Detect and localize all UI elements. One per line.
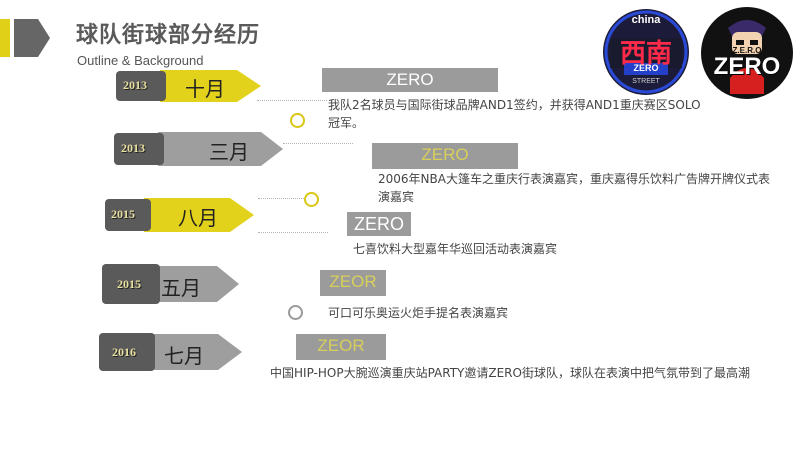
timeline-month-3: 八月 [178, 206, 218, 230]
badge-street-text: STREET [632, 78, 660, 85]
timeline-text-4: 可口可乐奥运火炬手提名表演嘉宾 [328, 306, 509, 320]
zero-mascot-logo: Z.E.R.O ZERO [700, 6, 794, 100]
timeline-text-1: 我队2名球员与国际街球品牌AND1签约，并获得AND1重庆赛区SOLO冠军。 [328, 98, 701, 130]
timeline-month-1: 十月 [185, 77, 225, 101]
timeline-arrow-1: 2013 十月 [115, 70, 263, 102]
timeline-text-5: 中国HIP-HOP大腕巡演重庆站PARTY邀请ZERO街球队，球队在表演中把气氛… [270, 366, 750, 380]
timeline-connector-3a [258, 198, 304, 199]
xinan-zero-logo: china 西南 ZERO STREET [602, 8, 690, 96]
timeline-tag-3: ZERO [347, 212, 411, 236]
timeline-arrow-3: 2015 八月 [104, 198, 256, 232]
page-title: 球队街球部分经历 [76, 23, 261, 48]
timeline-tag-4: ZEOR [320, 270, 386, 296]
timeline-text-2: 2006年NBA大篷车之重庆行表演嘉宾，重庆嘉得乐饮料广告牌开牌仪式表演嘉宾 [378, 172, 770, 204]
watermark: 图观 [335, 376, 403, 411]
badge-xinan-text: 西南 [619, 39, 672, 69]
timeline-text-3: 七喜饮料大型嘉年华巡回活动表演嘉宾 [353, 242, 558, 256]
timeline-month-5: 七月 [164, 344, 204, 368]
timeline-tag-2: ZERO [372, 143, 518, 169]
mascot-shirt-text: Z.E.R.O [732, 46, 762, 55]
timeline-year-4: 2015 [117, 277, 141, 291]
timeline-year-1: 2013 [123, 78, 147, 92]
badge-china-text: china [631, 14, 661, 26]
badge-zero-band: ZERO [633, 63, 659, 73]
timeline-month-2: 三月 [209, 140, 249, 164]
timeline-month-4: 五月 [161, 276, 201, 300]
timeline-year-2: 2013 [121, 141, 145, 155]
timeline-year-3: 2015 [111, 207, 135, 221]
timeline-connector-3b [258, 232, 328, 233]
timeline-connector-1 [257, 100, 327, 101]
timeline-marker-4 [288, 305, 303, 320]
timeline-tag-1: ZERO [322, 68, 498, 92]
timeline-tag-5: ZEOR [296, 334, 386, 360]
header-tab-icon [0, 15, 52, 61]
timeline-connector-2 [283, 143, 353, 144]
mascot-zero-text: ZERO [713, 53, 781, 80]
timeline-arrow-5: 2016 七月 [98, 332, 244, 372]
page-subtitle: Outline & Background [77, 53, 204, 68]
timeline-marker-3 [304, 192, 319, 207]
timeline-arrow-4: 2015 五月 [101, 262, 241, 306]
timeline-arrow-2: 2013 三月 [113, 131, 285, 167]
timeline-year-5: 2016 [112, 345, 136, 359]
timeline-marker-1 [290, 113, 305, 128]
